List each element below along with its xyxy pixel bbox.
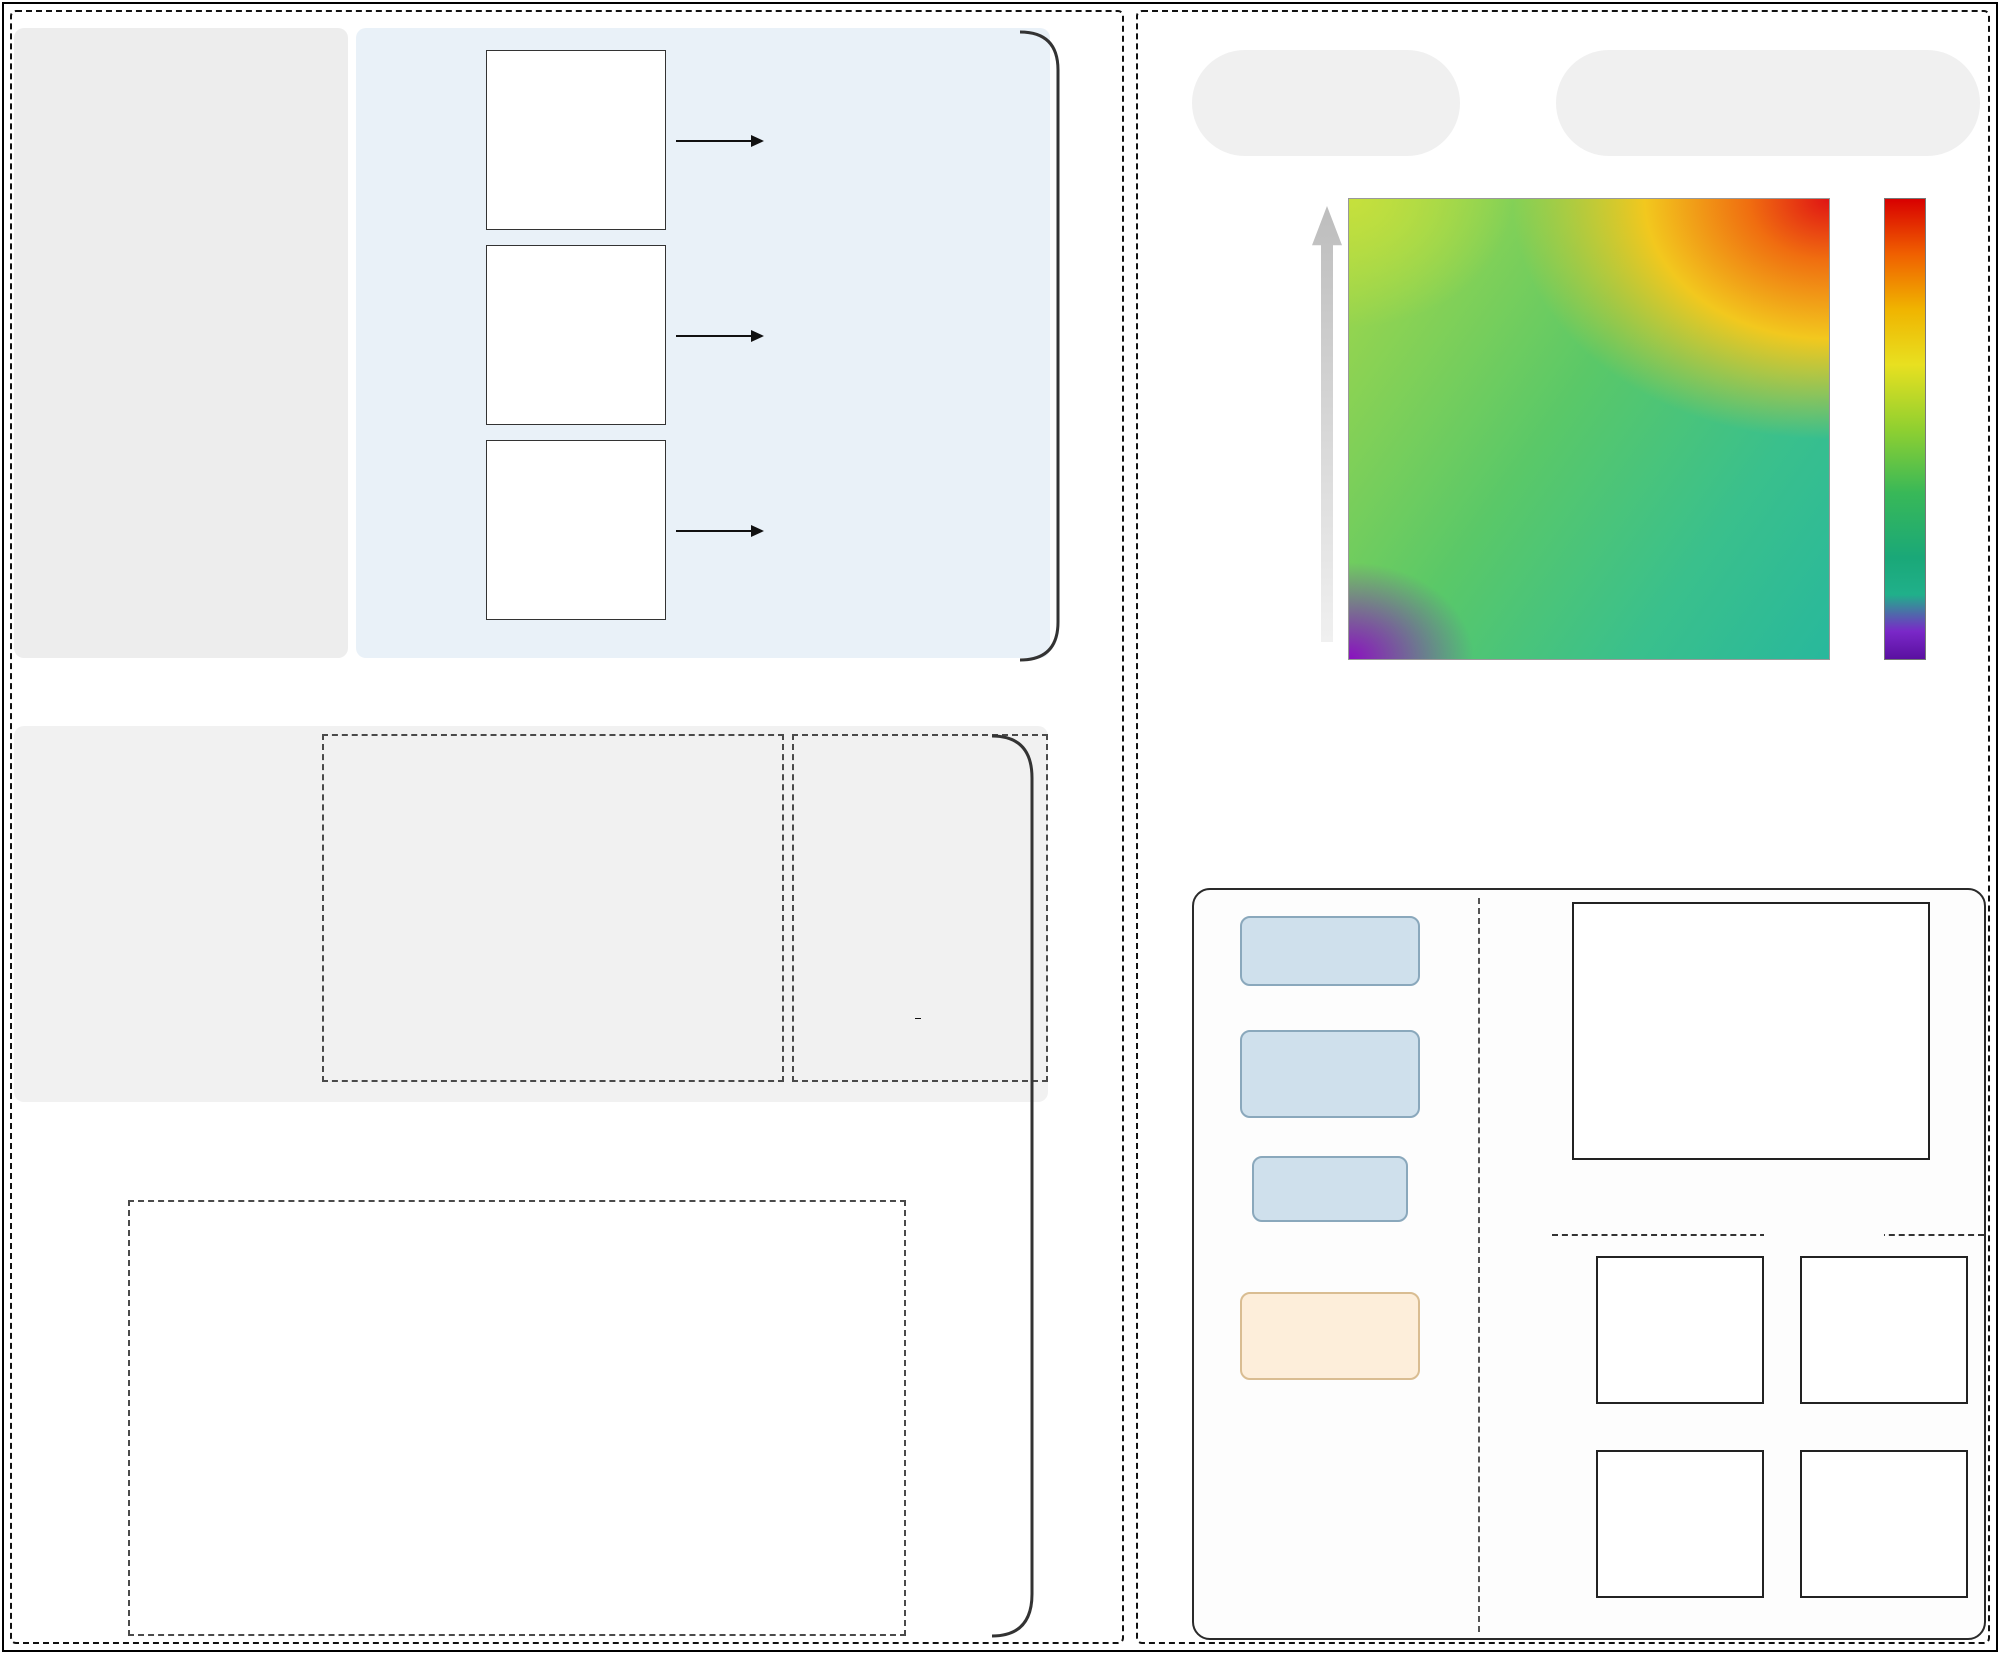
energy-plot-m [768, 42, 1023, 237]
validation-chevrons [1554, 698, 1628, 822]
colorbar-label [1834, 198, 1880, 660]
lightbulb-icon [1430, 1148, 1548, 1306]
valence-box [1252, 1156, 1408, 1222]
regression-y-label [798, 786, 822, 982]
pv-plot-yellow [1800, 1450, 1968, 1598]
giwaxs-curves [1574, 904, 1928, 1158]
pv-curve-blue [1598, 1258, 1762, 1402]
pv-y-label [1574, 1260, 1594, 1400]
energy-plot-t [768, 432, 1023, 627]
pv-y-label [1574, 1454, 1594, 1594]
chevron-up-icon [1554, 786, 1628, 822]
left-half-frame [10, 10, 1124, 1644]
chevron-icon [1044, 1180, 1074, 1234]
pv-curve-yellow [1802, 1452, 1966, 1596]
dopants-box [1240, 916, 1420, 986]
plus-sign [688, 1092, 748, 1158]
ai-head-gears-icon [338, 790, 523, 1022]
feature-merge-connector [235, 130, 395, 460]
non-ferroelectric-crystal-image [650, 942, 776, 1068]
chevron-icon [1524, 76, 1550, 128]
mapping-of-forecasts-label [910, 1192, 984, 1644]
chevron-up-icon [1554, 742, 1628, 778]
boltzmann-chevrons [1046, 326, 1209, 388]
chevron-up-icon [1554, 698, 1628, 734]
reg-formula-fraction [915, 1018, 921, 1019]
colorbar [1884, 198, 1926, 660]
matrix-y-label [86, 1280, 124, 1560]
crystal-box-m [486, 50, 666, 230]
panel-c-strip-bg [14, 726, 1048, 1102]
panel-d-divider [1478, 898, 1480, 1632]
chevron-icon [1112, 330, 1142, 384]
chevron-icon [1496, 76, 1522, 128]
pv-y-label [1778, 1454, 1798, 1594]
reg-frac-numerator [915, 1018, 921, 1019]
regression-formula [796, 1018, 1044, 1019]
panel-c-bracket [991, 734, 1034, 1638]
pv-y-label [1778, 1260, 1798, 1400]
chevron-icon [1468, 76, 1494, 128]
ai-computer-icon [40, 800, 260, 1035]
classification-branch-arrows [515, 778, 645, 1048]
arrow-t-to-plot [676, 524, 764, 537]
chevron-icon [1077, 1180, 1107, 1234]
chevron-icon [1079, 330, 1109, 384]
pv-plot-orange [1596, 1450, 1764, 1598]
pill-chevrons [1468, 76, 1550, 128]
chevron-icon [1110, 1180, 1140, 1234]
right-half-frame [1136, 10, 1990, 1644]
chevron-icon [1046, 330, 1076, 384]
hfgao-label [1764, 1220, 1884, 1250]
ml-screening-chevrons [1044, 1176, 1207, 1238]
pill-abstract-energy [1192, 50, 1460, 156]
polarization-axis-label [1254, 288, 1296, 560]
pill-intuitive-fraction [1556, 50, 1980, 156]
crystal-box-t [486, 440, 666, 620]
pv-plot-blue [1596, 1256, 1764, 1404]
crystal-t-image [487, 441, 665, 619]
plus-sign [1318, 988, 1362, 1028]
energy-plot-f [768, 237, 1023, 432]
arrow-m-to-plot [676, 134, 764, 147]
ferroelectric-crystal-image [650, 768, 776, 894]
arrow-f-to-plot [676, 329, 764, 342]
panel-a-left-bg [14, 28, 348, 658]
panel-a-bracket [1019, 30, 1060, 662]
giwaxs-y-label [1536, 930, 1568, 1135]
regression-box [792, 734, 1048, 1082]
combinations-box [1240, 1292, 1420, 1380]
arrow-right-icon [1145, 326, 1209, 388]
pv-curve-orange [1598, 1452, 1762, 1596]
panel-a-right-bg [356, 28, 1050, 658]
classification-box [322, 734, 784, 1082]
giwaxs-plot [1572, 902, 1930, 1160]
doping-concentration-box [1240, 1030, 1420, 1118]
phase-fraction-map [1348, 198, 1830, 660]
plus-sign [1318, 1120, 1362, 1160]
research-lab-illustration [1198, 1390, 1476, 1634]
crystal-f-image [487, 246, 665, 424]
pv-curve-green [1802, 1258, 1966, 1402]
dopant-matrix-box [128, 1200, 906, 1636]
crystal-box-f [486, 245, 666, 425]
dopant-matrix [146, 1216, 888, 1620]
pv-plot-green [1800, 1256, 1968, 1404]
crystal-m-image [487, 51, 665, 229]
